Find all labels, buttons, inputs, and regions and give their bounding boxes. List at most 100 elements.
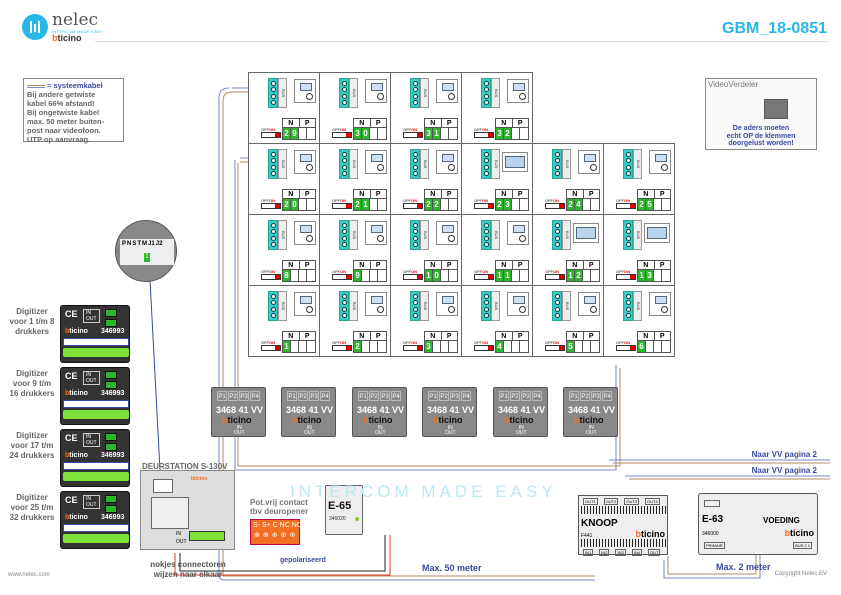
bus-terminal-icon: [481, 78, 491, 108]
bus-terminal-icon: [552, 220, 562, 250]
digitizer-button-labels: [63, 400, 129, 408]
knoop-out-port: OUT4: [645, 498, 660, 505]
bus-label: BUS: [420, 149, 429, 179]
bus-label: BUS: [491, 220, 500, 250]
ds-dip-switch: [151, 497, 189, 529]
video-handset-icon: [507, 292, 529, 316]
website: www.nelec.com: [8, 572, 50, 578]
digitizer-label: Digitizer voor 1 t/m 8 drukkers: [9, 307, 55, 336]
off-on-switch[interactable]: OFFON: [545, 269, 565, 280]
apartment-digit: 4: [575, 199, 583, 210]
off-on-switch[interactable]: OFFON: [474, 127, 494, 138]
knoop-brand: bticino: [635, 529, 666, 539]
vv-port: P1: [358, 391, 368, 401]
off-on-switch[interactable]: OFFON: [261, 340, 281, 351]
zoom-detail-label: J1: [148, 241, 155, 247]
bus-terminal-icon: [268, 291, 278, 321]
off-on-switch[interactable]: OFFON: [474, 198, 494, 209]
off-on-switch[interactable]: OFFON: [261, 198, 281, 209]
watermark-text: INTERCOM MADE EASY: [290, 482, 557, 501]
zoom-detail-label: N: [127, 241, 132, 247]
apartment-digit: 3: [646, 270, 654, 281]
connector-in-icon: [105, 371, 117, 379]
off-on-switch[interactable]: OFFON: [616, 198, 636, 209]
apartment-digit: 2: [496, 199, 504, 210]
knoop-out-port: OUT1: [583, 498, 598, 505]
apartment-digit: 1: [283, 341, 291, 352]
off-on-switch[interactable]: OFFON: [474, 340, 494, 351]
vv-port: P1: [287, 391, 297, 401]
bus-wire-brown: [222, 91, 595, 577]
off-on-switch[interactable]: OFFON: [332, 127, 352, 138]
bus-terminal-icon: [623, 291, 633, 321]
vv-brand: bticino: [222, 415, 252, 425]
connector-out-icon: [105, 443, 117, 451]
apartment-digit: 2: [638, 199, 646, 210]
bus-terminal-icon: [339, 78, 349, 108]
apartment-digit: 5: [567, 341, 575, 352]
digitizer-button-labels: [63, 524, 129, 532]
vv-model: 3468 41 VV: [357, 405, 405, 415]
off-on-switch[interactable]: OFFON: [616, 269, 636, 280]
bus-terminal-icon: [623, 149, 633, 179]
e63-bus: BUS 2 1: [793, 542, 812, 549]
off-on-switch[interactable]: OFFON: [616, 340, 636, 351]
vv-port: P3: [521, 391, 531, 401]
off-on-switch[interactable]: OFFON: [403, 269, 423, 280]
apartment-digit: 2: [575, 270, 583, 281]
video-handset-icon: [578, 292, 600, 316]
legend-line: Bij ongetwiste kabel: [27, 108, 100, 117]
off-on-switch[interactable]: OFFON: [332, 269, 352, 280]
riser-brown: [237, 163, 621, 467]
off-on-switch[interactable]: OFFON: [474, 269, 494, 280]
vv-port: P3: [309, 391, 319, 401]
vv-brand: bticino: [433, 415, 463, 425]
knoop-in-port: IN3: [615, 549, 626, 556]
apartment-digit: 2: [425, 199, 433, 210]
off-on-switch[interactable]: OFFON: [545, 340, 565, 351]
e63-power-supply: E-63 VOEDING 346000 bticino PRIMAIR BUS …: [698, 493, 818, 555]
vv-port: P4: [461, 391, 471, 401]
off-on-switch[interactable]: OFFON: [261, 127, 281, 138]
vv-port: P3: [450, 391, 460, 401]
bus-label: BUS: [420, 220, 429, 250]
legend-line: UTP op aanvraag.: [27, 135, 91, 144]
off-on-switch[interactable]: OFFON: [332, 198, 352, 209]
off-on-switch[interactable]: OFFON: [261, 269, 281, 280]
bus-label: BUS: [278, 149, 287, 179]
knoop-in-port: IN2: [599, 549, 610, 556]
e65-title: E-65: [328, 500, 352, 512]
off-on-switch[interactable]: OFFON: [332, 340, 352, 351]
digitizer-button-labels: [63, 338, 129, 346]
off-on-switch[interactable]: OFFON: [403, 127, 423, 138]
off-on-switch[interactable]: OFFON: [403, 340, 423, 351]
vv-port: P2: [228, 391, 238, 401]
bus-terminal-icon: [410, 78, 420, 108]
digitizer-terminals: [63, 534, 129, 543]
apartment-digit: 9: [354, 270, 362, 281]
connector-out-icon: [105, 381, 117, 389]
apartment-digit: 1: [504, 270, 512, 281]
bus-terminal-icon: [410, 149, 420, 179]
off-on-switch[interactable]: OFFON: [403, 198, 423, 209]
off-on-switch[interactable]: OFFON: [545, 198, 565, 209]
ce-mark: CE: [65, 371, 78, 381]
digitizer-brand: bticino: [65, 514, 88, 521]
